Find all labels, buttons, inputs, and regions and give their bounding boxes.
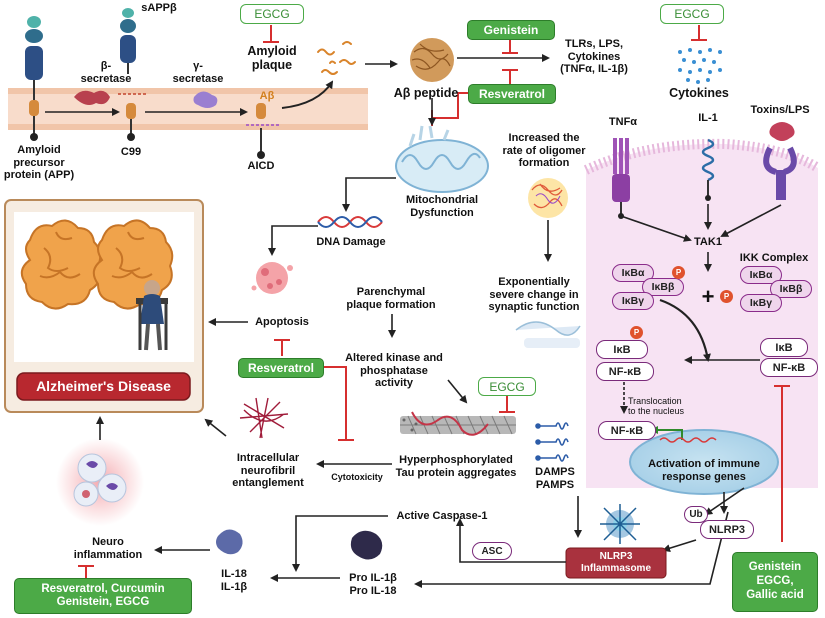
inflammasome-label: NLRP3 Inflammasome — [580, 551, 652, 574]
nfkb-box-1: NF-κB — [596, 362, 654, 381]
immune-cells — [56, 438, 144, 526]
mitochondria-image — [395, 125, 489, 193]
dna-damage-label: DNA Damage — [316, 236, 386, 248]
gamma-secretase-enzyme — [193, 91, 218, 108]
gamma-secretase-label: γ- secretase — [172, 60, 224, 85]
ikba-pill-2: IκBα — [740, 266, 782, 284]
beta-secretase-enzyme — [74, 90, 110, 105]
neurofibril-label: Intracellular neurofibril entanglement — [232, 452, 304, 490]
amyloid-plaque-label: Amyloid plaque — [247, 44, 297, 73]
pro-il-protein — [350, 530, 383, 560]
ikbg-pill-1: IκBγ — [612, 292, 654, 310]
beta-secretase-label: β- secretase — [80, 60, 132, 85]
parenchymal-label: Parenchymal plaque formation — [346, 286, 436, 311]
alzheimer-label-box — [16, 372, 191, 401]
asc-box: ASC — [472, 542, 512, 560]
sappb-label: sAPPβ — [141, 2, 177, 14]
abeta-fragment-label: Aβ — [259, 90, 275, 102]
ikb-box-2: IκB — [760, 338, 808, 357]
aicd-label: AICD — [247, 160, 275, 172]
c99-label: C99 — [120, 146, 142, 158]
elderly-person-icon — [136, 280, 168, 351]
treatment-box-1: Resveratrol, Curcumin Genistein, EGCG — [14, 578, 192, 614]
phospho-badge-2: P — [720, 290, 733, 303]
cytokines-label: Cytokines — [669, 86, 729, 100]
resveratrol-badge-2: Resveratrol — [238, 358, 324, 378]
egcg-badge-2: EGCG — [660, 4, 724, 24]
dna-helix — [317, 216, 383, 228]
pro-il-label: Pro IL-1β Pro IL-18 — [349, 572, 397, 597]
amyloid-plaque-fibrils — [317, 41, 356, 75]
neurofibril-tangle — [239, 397, 289, 439]
ikk-complex-label: IKK Complex — [739, 252, 809, 264]
il1-label: IL-1 — [698, 112, 718, 124]
oligomer-label: Increased the rate of oligomer formation — [502, 132, 586, 170]
genistein-badge: Genistein — [467, 20, 555, 40]
abeta-fragment — [246, 103, 280, 159]
apoptosis-cell — [251, 262, 293, 294]
tnfa-label: TNFα — [608, 116, 638, 128]
inflammasome-box — [565, 547, 667, 579]
nlrp3-ring — [600, 504, 640, 544]
tak1-label: TAK1 — [694, 236, 722, 248]
phospho-badge-3: P — [630, 326, 643, 339]
nfkb-box-2: NF-κB — [760, 358, 818, 377]
mito-dysfunction-label: Mitochondrial Dysfunction — [405, 194, 479, 219]
alzheimer-disease-label: Alzheimer's Disease — [36, 378, 171, 394]
ikbb-pill-1: IκBβ — [642, 278, 684, 296]
tau-aggregates-label: Hyperphosphorylated Tau protein aggregat… — [395, 454, 517, 479]
il18-label: IL-18 IL-1β — [220, 568, 248, 593]
synapse-image — [515, 321, 581, 348]
app-label: Amyloid precursor protein (APP) — [3, 144, 75, 182]
ikb-box-1: IκB — [596, 340, 648, 359]
il18-protein — [216, 529, 243, 555]
apoptosis-label: Apoptosis — [255, 316, 309, 328]
egcg-badge-3: EGCG — [478, 377, 536, 396]
phospho-badge-1: P — [672, 266, 685, 279]
nucleus — [629, 429, 779, 495]
toxins-label: Toxins/LPS — [750, 104, 810, 116]
plus-sign: + — [701, 284, 715, 309]
egcg-badge-1: EGCG — [240, 4, 304, 24]
neuroinflammation-label: Neuro inflammation — [73, 536, 143, 561]
abeta-peptide-label: Aβ peptide — [393, 86, 459, 100]
ikba-pill-1: IκBα — [612, 264, 654, 282]
nfkb-box-3: NF-κB — [598, 421, 656, 440]
oligomer-image — [528, 178, 568, 218]
sappb-protein — [120, 8, 136, 74]
cytotoxicity-label: Cytotoxicity — [331, 472, 383, 482]
ikbg-pill-2: IκBγ — [740, 294, 782, 312]
translocation-label: Translocation to the nucleus — [628, 396, 685, 417]
cytokine-dots — [678, 48, 722, 84]
activation-genes-label: Activation of immune response genes — [648, 458, 760, 483]
il1-receptor — [701, 138, 715, 201]
damps-icons — [535, 422, 569, 462]
tau-fibril — [400, 411, 516, 436]
tlrs-label: TLRs, LPS, Cytokines (TNFα, IL-1β) — [560, 38, 628, 76]
app-protein — [25, 16, 43, 141]
ikbb-pill-2: IκBβ — [770, 280, 812, 298]
nlrp3-box: NLRP3 — [700, 520, 754, 539]
toxin-receptor — [763, 122, 797, 200]
kinase-label: Altered kinase and phosphatase activity — [345, 352, 443, 390]
damps-label: DAMPS PAMPS — [535, 466, 575, 491]
c99-fragment — [118, 93, 148, 141]
tnfa-receptor — [612, 138, 630, 219]
active-caspase-label: Active Caspase-1 — [396, 510, 488, 522]
synaptic-change-label: Exponentially severe change in synaptic … — [488, 276, 580, 314]
cell-membrane — [8, 88, 368, 130]
treatment-box-2: Genistein EGCG, Gallic acid — [732, 552, 818, 612]
abeta-peptide-cluster — [410, 38, 454, 82]
resveratrol-badge-1: Resveratrol — [468, 84, 556, 104]
ub-box: Ub — [684, 506, 708, 523]
